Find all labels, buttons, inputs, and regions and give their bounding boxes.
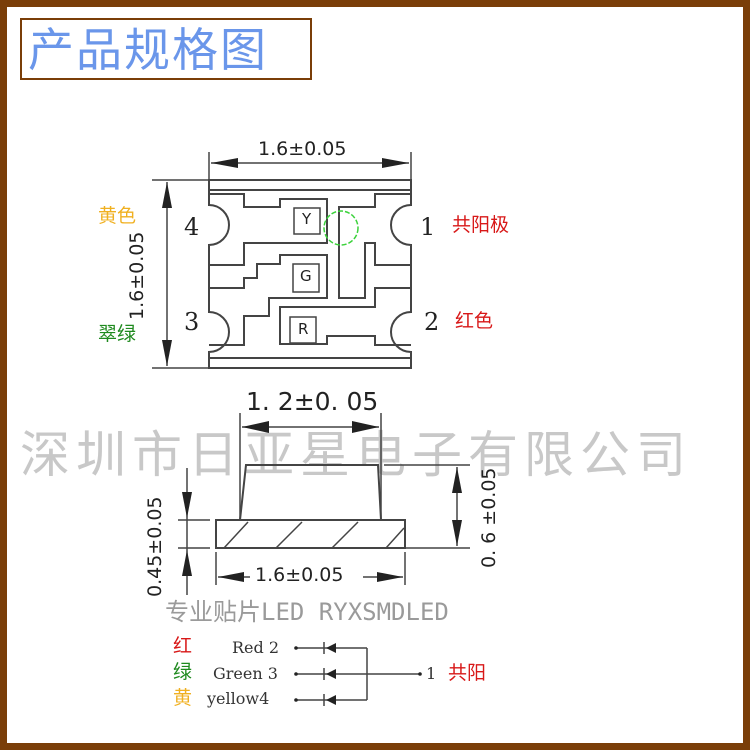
- chip-green-label: G: [300, 267, 312, 285]
- circuit-green-label: Green 3: [213, 664, 278, 683]
- circuit-red-cn: 红: [173, 635, 193, 657]
- product-watermark: 专业贴片LED RYXSMDLED: [165, 598, 449, 626]
- pin-1-function-label: 共阳极: [452, 214, 510, 236]
- circuit-common-pin: 1: [426, 664, 437, 683]
- pin-2-color-label: 红色: [455, 310, 494, 332]
- circuit-common-label: 共阳: [448, 662, 487, 684]
- circuit-green-cn: 绿: [173, 661, 193, 683]
- page-title: 产品规格图: [28, 23, 268, 77]
- pin-4-color-label: 黄色: [98, 205, 137, 227]
- chip-yellow-label: Y: [302, 210, 312, 228]
- total-height-dimension: 0. 6 ±0.05: [478, 467, 500, 568]
- top-height-dimension: 1.6±0.05: [126, 231, 148, 320]
- pin-2-number: 2: [424, 308, 440, 336]
- company-watermark: 深圳市日亚星电子有限公司: [20, 426, 692, 484]
- lens-width-dimension: 1. 2±0. 05: [246, 387, 379, 416]
- base-width-dimension: 1.6±0.05: [254, 564, 345, 586]
- circuit-yellow-label: yellow4: [207, 689, 270, 708]
- title-box: 产品规格图: [20, 18, 312, 80]
- circuit-yellow-cn: 黄: [173, 687, 193, 709]
- pin-1-number: 1: [420, 213, 436, 241]
- pin-3-number: 3: [184, 308, 200, 336]
- pin-3-color-label: 翠绿: [98, 323, 137, 345]
- top-width-dimension: 1.6±0.05: [258, 138, 347, 160]
- pin-4-number: 4: [184, 213, 200, 241]
- base-height-dimension: 0.45±0.05: [144, 496, 166, 597]
- chip-red-label: R: [298, 320, 309, 338]
- circuit-red-label: Red 2: [232, 638, 280, 657]
